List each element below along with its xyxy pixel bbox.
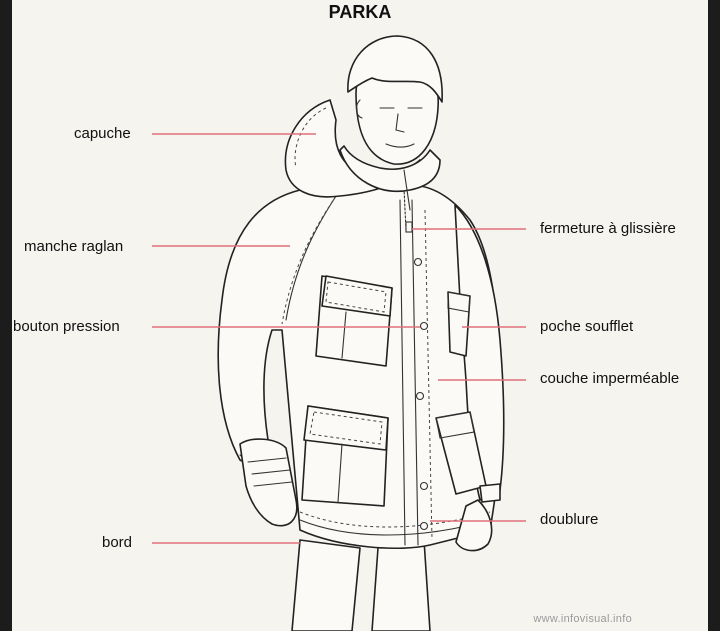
label-couche-impermeable: couche imperméable	[540, 370, 679, 387]
diagram-title: PARKA	[0, 2, 720, 23]
lower-pocket	[302, 406, 388, 506]
label-capuche: capuche	[74, 125, 131, 142]
chest-pocket	[316, 276, 392, 366]
legs	[292, 540, 430, 631]
left-glove	[240, 439, 297, 526]
watermark: www.infovisual.info	[533, 613, 632, 625]
label-manche-raglan: manche raglan	[24, 238, 123, 255]
label-poche-soufflet: poche soufflet	[540, 318, 633, 335]
label-fermeture: fermeture à glissière	[540, 220, 676, 237]
label-bord: bord	[102, 534, 132, 551]
label-bouton-pression: bouton pression	[13, 318, 120, 335]
label-doublure: doublure	[540, 511, 598, 528]
head	[348, 36, 442, 164]
